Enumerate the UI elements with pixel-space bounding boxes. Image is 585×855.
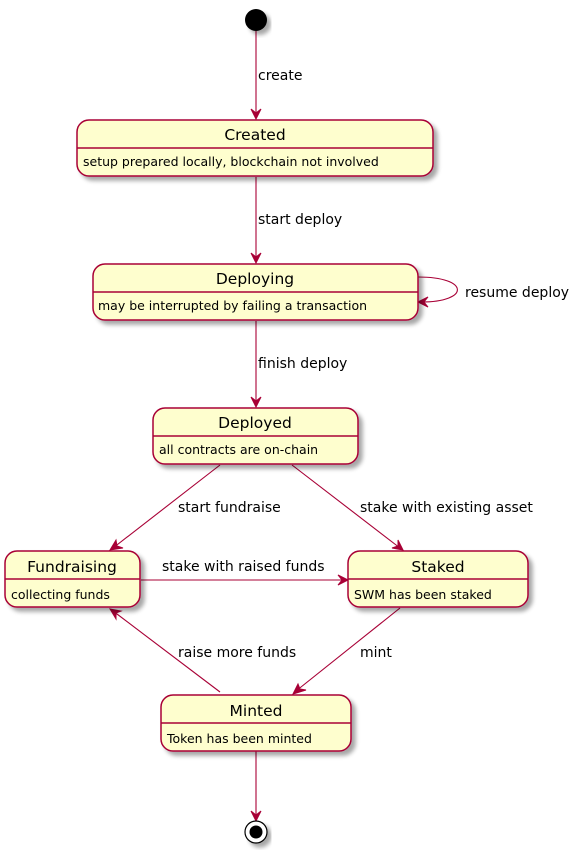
arrowhead-create [250,108,262,121]
label-finish-deploy: finish deploy [258,356,347,372]
state-deployed-title: Deployed [218,414,292,432]
edge-stake-existing [291,464,401,549]
arrowhead-end [250,810,262,823]
final-state [244,820,268,844]
edges [109,31,458,823]
arrowhead-finish-deploy [250,396,262,409]
edge-mint [295,607,401,692]
arrowhead-resume-deploy [416,296,429,308]
arrowhead-mint [292,682,307,695]
label-start-deploy: start deploy [258,212,342,228]
edge-start-fundraise [112,464,221,549]
state-created-desc: setup prepared locally, blockchain not i… [83,154,379,169]
arrowhead-start-deploy [250,252,262,265]
edge-resume-deploy [417,276,458,303]
state-fundraising: Fundraising collecting funds [4,550,141,608]
state-deployed: Deployed all contracts are on-chain [152,407,359,465]
state-staked-desc: SWM has been staked [354,587,492,602]
label-mint: mint [360,645,392,661]
label-start-fundraise: start fundraise [178,500,281,516]
label-raise-more: raise more funds [178,645,296,661]
arrowhead-stake-raised [337,574,350,586]
state-deploying: Deploying may be interrupted by failing … [92,263,419,321]
label-create: create [258,68,302,84]
state-staked: Staked SWM has been staked [347,550,529,608]
state-fundraising-title: Fundraising [27,558,117,576]
state-minted: Minted Token has been minted [160,694,352,752]
state-created: Created setup prepared locally, blockcha… [76,119,434,177]
state-minted-desc: Token has been minted [166,731,312,746]
edge-raise-more [112,610,221,693]
arrowhead-stake-existing [391,539,404,551]
arrowhead-raise-more [109,608,123,621]
state-created-title: Created [224,126,285,144]
state-minted-title: Minted [230,702,283,720]
label-stake-raised: stake with raised funds [162,559,325,575]
label-resume-deploy: resume deploy [465,285,569,301]
arrowhead-start-fundraise [109,538,124,551]
initial-state [245,9,267,31]
state-fundraising-desc: collecting funds [11,587,110,602]
label-stake-existing: stake with existing asset [360,500,533,516]
state-deployed-desc: all contracts are on-chain [159,442,318,457]
state-deploying-desc: may be interrupted by failing a transact… [98,298,367,313]
state-staked-title: Staked [411,558,464,576]
edge-labels: create start deploy resume deploy finish… [162,68,569,661]
state-deploying-title: Deploying [216,270,294,288]
